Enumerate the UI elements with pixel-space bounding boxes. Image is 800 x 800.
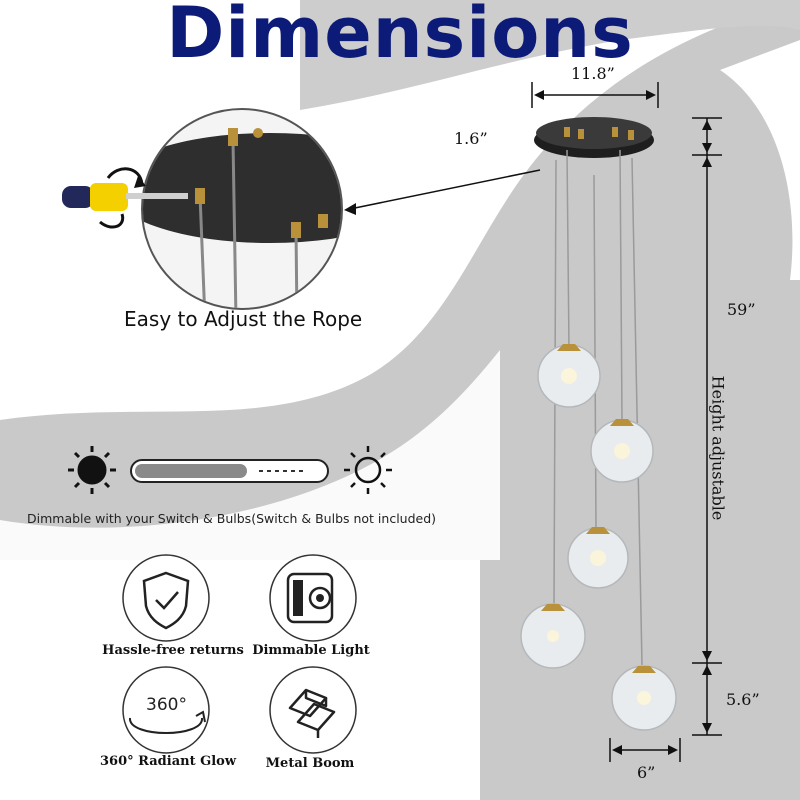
canopy-height-label: 1.6”	[454, 129, 488, 148]
dimension-lines	[531, 82, 722, 762]
feature-label-dimmable: Dimmable Light	[252, 643, 370, 658]
page-title: Dimensions	[166, 0, 634, 74]
glass-globes	[520, 344, 677, 731]
height-label: 59”	[727, 300, 756, 319]
globe-width-label: 6”	[637, 763, 656, 782]
screwdriver-icon	[62, 167, 188, 229]
pendant-cords	[553, 149, 643, 666]
sun-light-icon	[344, 446, 392, 494]
white-arc	[720, 40, 800, 280]
shield-check-icon	[142, 571, 190, 630]
pointer-arrow	[349, 169, 541, 210]
height-adjustable-label: Height adjustable	[708, 375, 728, 521]
rope-zoom-circle	[141, 108, 343, 310]
feature-label-metal: Metal Boom	[265, 756, 355, 771]
rotate-360-icon	[128, 710, 206, 734]
dimmer-bar	[68, 446, 392, 494]
dimmer-caption: Dimmable with your Switch & Bulbs(Switch…	[27, 511, 437, 526]
metal-bars-icon	[288, 688, 336, 738]
feature-label-glow: 360° Radiant Glow	[99, 754, 237, 769]
rope-caption: Easy to Adjust the Rope	[124, 307, 363, 331]
dimmer-switch-icon	[286, 572, 334, 624]
canopy	[534, 117, 654, 158]
width-label: 11.8”	[571, 64, 615, 83]
grey-swoosh-top	[300, 0, 800, 110]
lower-white	[0, 560, 480, 800]
feature-label-returns: Hassle-free returns	[102, 643, 244, 658]
white-band	[0, 350, 500, 560]
sun-dark-icon	[68, 446, 116, 494]
bottom-height-label: 5.6”	[726, 690, 760, 709]
rotate-360-icon-text: 360°	[146, 695, 187, 715]
